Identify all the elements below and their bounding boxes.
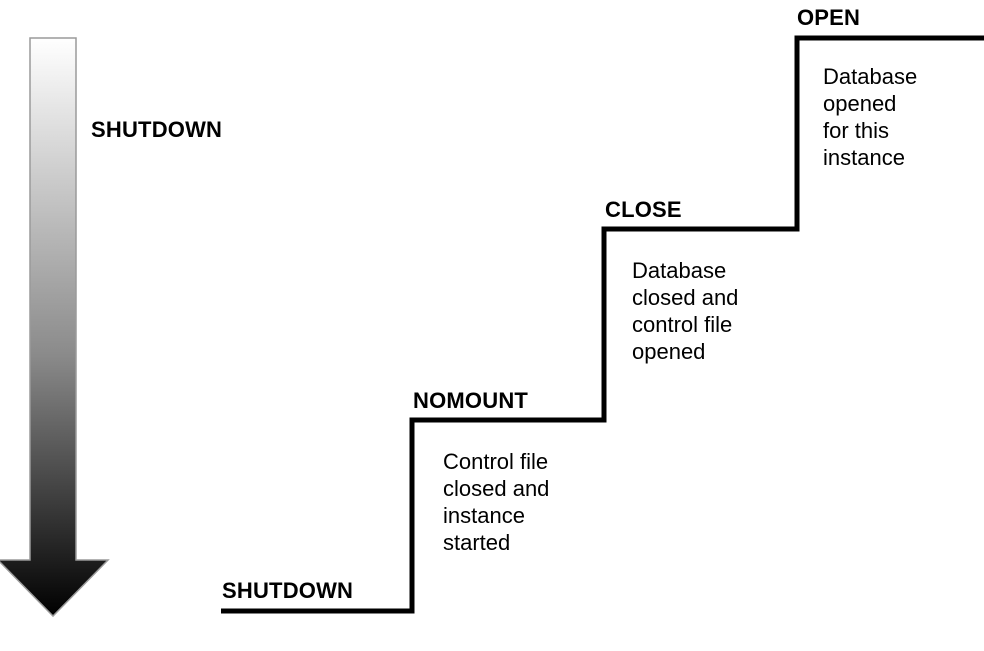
description-line: Database (632, 258, 727, 283)
description-line: closed and (632, 285, 739, 310)
stage-description-close: Database closed and control file opened (632, 257, 738, 365)
description-line: closed and (443, 476, 550, 501)
description-line: for this (823, 118, 890, 143)
stage-description-open: Database opened for this instance (823, 63, 917, 171)
staircase-line (221, 35, 984, 614)
stage-label-nomount: NOMOUNT (413, 388, 529, 413)
stage-label-shutdown: SHUTDOWN (222, 578, 354, 603)
description-line: instance (823, 145, 905, 170)
description-line: Control file (443, 449, 549, 474)
stage-label-open: OPEN (797, 5, 861, 30)
description-line: control file (632, 312, 733, 337)
description-line: instance (443, 503, 525, 528)
description-line: opened (632, 339, 706, 364)
description-line: Database (823, 64, 918, 89)
stage-label-close: CLOSE (605, 197, 682, 222)
description-line: started (443, 530, 511, 555)
down-arrow-icon (0, 37, 110, 618)
description-line: opened (823, 91, 897, 116)
shutdown-direction-label: SHUTDOWN (91, 117, 223, 142)
stage-description-nomount: Control file closed and instance started (443, 448, 549, 556)
